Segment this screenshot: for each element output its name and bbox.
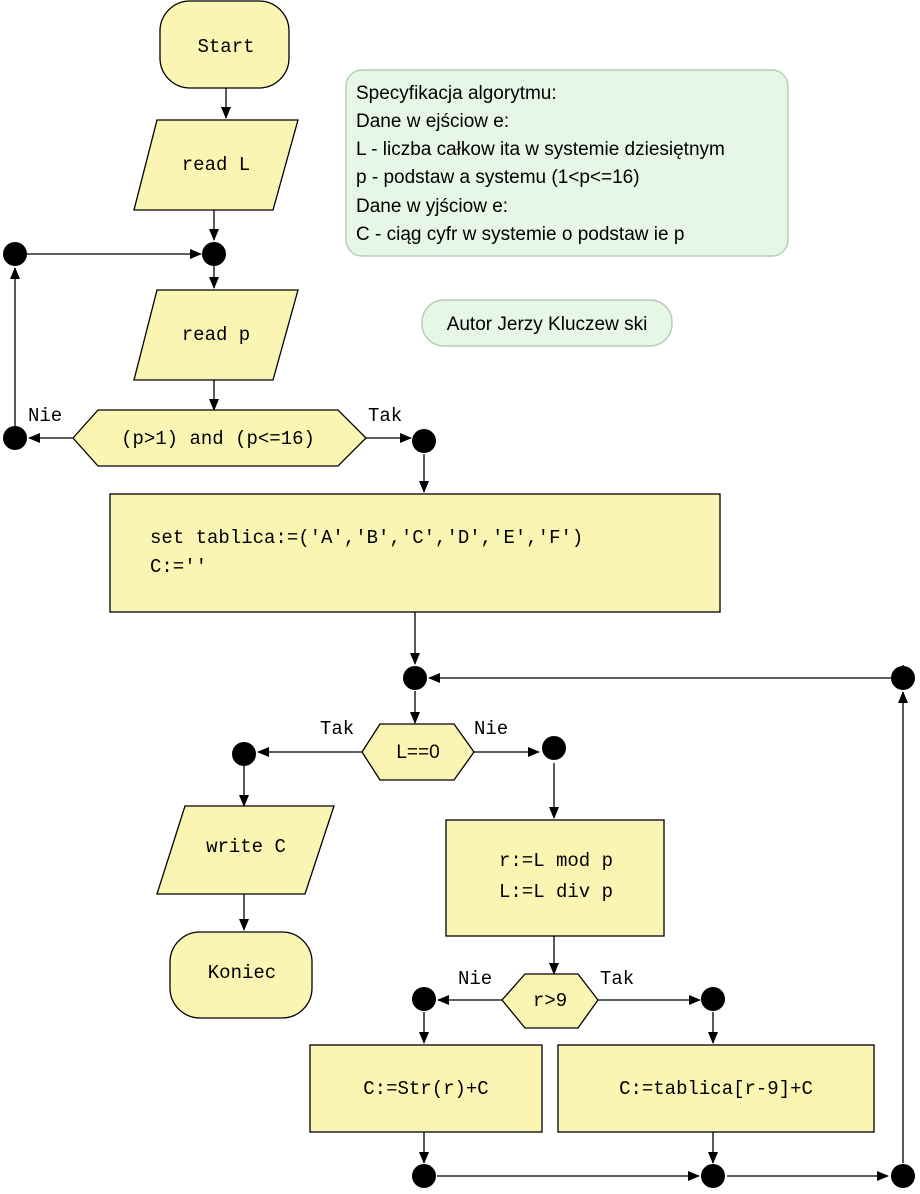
init-process-shape (109, 493, 721, 613)
connector-digit-out (412, 1164, 436, 1188)
connector-no-r (412, 987, 436, 1011)
digit-process: C:=Str(r)+C (309, 1044, 543, 1133)
end-label: Koniec (208, 962, 276, 984)
decision-r-gt-9: r>9 (501, 973, 599, 1029)
specification-box (345, 69, 789, 257)
calc-line-1: r:=L mod p (499, 850, 613, 872)
calc-process: r:=L mod p L:=L div p (445, 819, 665, 937)
label-l-yes: Tak (320, 718, 354, 740)
digit-process-label: C:=Str(r)+C (363, 1078, 488, 1100)
connector-no-p (3, 426, 27, 450)
decision-l-shape (361, 723, 475, 781)
spec-line-2: Dane w ejściow e: (356, 111, 509, 132)
connector-merge (701, 1164, 725, 1188)
spec-line-5: Dane w yjściow e: (356, 196, 508, 217)
edge-loop-back (428, 665, 904, 683)
write-c-label: write C (206, 836, 286, 858)
spec-line-6: C - ciąg cyfr w systemie o podstaw ie p (356, 224, 684, 245)
start-terminal: Start (159, 0, 290, 89)
start-label: Start (197, 36, 254, 58)
end-shape (169, 931, 313, 1019)
connector-bottom-right (891, 1164, 915, 1188)
connector-no-l (542, 736, 566, 760)
label-l-no: Nie (474, 718, 508, 740)
author-label: Autor Jerzy Kluczew ski (447, 314, 648, 335)
decision-r-label: r>9 (533, 990, 567, 1012)
label-r-yes: Tak (600, 968, 634, 990)
init-process: set tablica:=('A','B','C','D','E','F') C… (109, 493, 721, 613)
decision-l-label: L==0 (396, 742, 439, 763)
letter-process-shape (557, 1044, 875, 1133)
letter-process: C:=tablica[r-9]+C (557, 1044, 875, 1133)
author-box (421, 299, 673, 347)
spec-line-1: Specyfikacja algorytmu: (356, 83, 557, 104)
end-terminal: Koniec (169, 931, 313, 1019)
decision-p-range: (p>1) and (p<=16) (72, 409, 367, 467)
read-l-shape (133, 119, 299, 211)
write-c-shape (156, 805, 335, 895)
letter-process-label: C:=tablica[r-9]+C (619, 1078, 813, 1100)
label-r-no: Nie (458, 968, 492, 990)
spec-line-3: L - liczba całkow ita w systemie dziesię… (356, 139, 725, 160)
label-p-yes: Tak (368, 405, 402, 427)
connector-loop-join (403, 666, 427, 690)
connector-loop-corner (891, 666, 915, 690)
calc-line-2: L:=L div p (499, 881, 613, 903)
decision-r-shape (501, 973, 599, 1029)
decision-l-zero: L==0 (361, 723, 475, 781)
init-line-2: C:='' (150, 556, 207, 578)
start-shape (159, 0, 290, 89)
connector-yes-l (232, 742, 256, 766)
read-p-io: read p (133, 289, 299, 381)
connector-join-read-p (202, 242, 226, 266)
author-note: Autor Jerzy Kluczew ski (421, 299, 673, 347)
init-line-1: set tablica:=('A','B','C','D','E','F') (150, 527, 583, 549)
edge-labels: Nie Tak Tak Nie Nie Tak (28, 405, 634, 990)
decision-p-shape (72, 409, 367, 467)
specification-note: Specyfikacja algorytmu: Dane w ejściow e… (345, 69, 789, 257)
digit-process-shape (309, 1044, 543, 1133)
read-l-label: read L (182, 154, 250, 176)
connector-yes-p (412, 429, 436, 453)
calc-process-shape (445, 819, 665, 937)
read-l-io: read L (133, 119, 299, 211)
label-p-no: Nie (28, 405, 62, 427)
connector-yes-r (701, 987, 725, 1011)
write-c-io: write C (156, 805, 335, 895)
spec-line-4: p - podstaw a systemu (1<p<=16) (356, 167, 640, 188)
decision-p-label: (p>1) and (p<=16) (121, 428, 315, 450)
read-p-shape (133, 289, 299, 381)
connector-loop-top-left (3, 242, 27, 266)
read-p-label: read p (182, 324, 250, 346)
